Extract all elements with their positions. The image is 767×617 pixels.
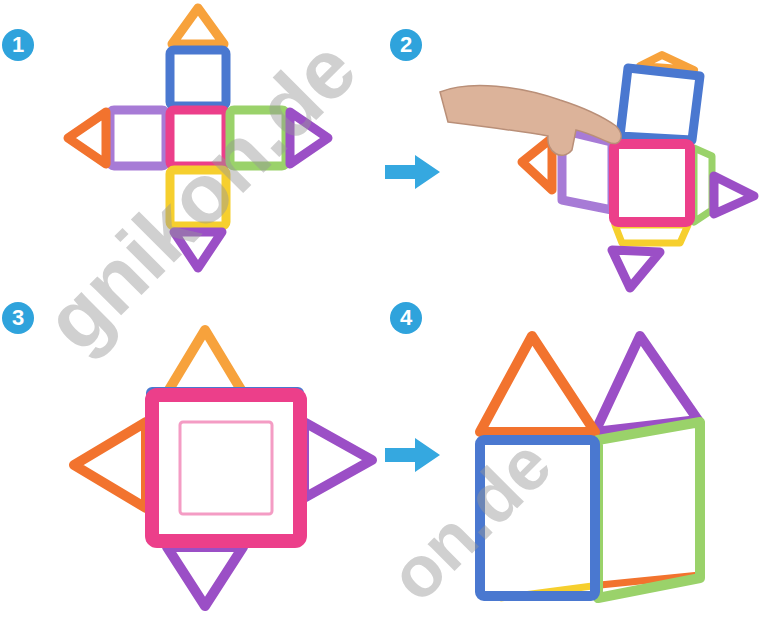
blue-square bbox=[148, 389, 302, 543]
callout-number: 2 bbox=[400, 34, 412, 56]
pink-square bbox=[152, 395, 300, 541]
orange-triangle bbox=[480, 336, 595, 432]
step-number: 4 bbox=[390, 302, 422, 334]
folding-net bbox=[522, 55, 754, 288]
green-square bbox=[598, 422, 700, 598]
blue-square bbox=[170, 50, 226, 106]
orange-triangle bbox=[68, 112, 106, 164]
hand bbox=[440, 86, 621, 156]
blue-square bbox=[620, 68, 700, 140]
orange-triangle bbox=[167, 330, 243, 393]
purple-triangle bbox=[714, 176, 754, 214]
step-number: 3 bbox=[2, 302, 34, 334]
purple-triangle bbox=[304, 422, 372, 498]
orange-triangle bbox=[74, 422, 146, 508]
pink-square bbox=[614, 144, 690, 222]
callout-number: 1 bbox=[12, 34, 24, 56]
pink-square-inner bbox=[180, 422, 272, 514]
purple-triangle bbox=[612, 250, 660, 288]
purple-square bbox=[110, 110, 166, 166]
watermark: gnikon.de bbox=[30, 25, 370, 365]
callout-number: 3 bbox=[12, 307, 24, 329]
green-square bbox=[694, 148, 712, 222]
top-view bbox=[74, 330, 372, 606]
yellow-square bbox=[615, 225, 688, 243]
purple-triangle bbox=[167, 547, 243, 606]
orange-triangle bbox=[522, 138, 552, 190]
step-number: 1 bbox=[2, 29, 34, 61]
step-arrow bbox=[385, 155, 440, 189]
orange-triangle bbox=[172, 8, 224, 44]
step-arrow bbox=[385, 438, 440, 472]
purple-triangle bbox=[595, 336, 698, 432]
step-number: 2 bbox=[390, 29, 422, 61]
callout-number: 4 bbox=[400, 307, 412, 329]
